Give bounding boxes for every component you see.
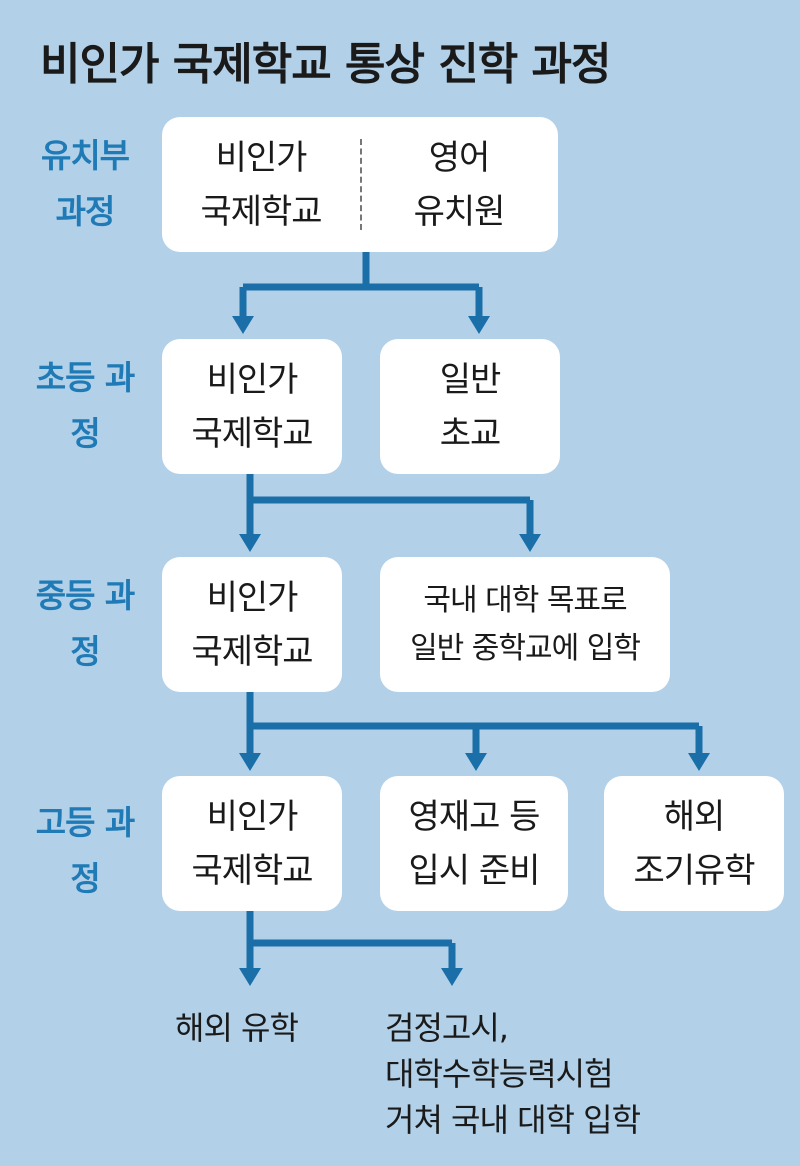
arrowhead (465, 753, 487, 771)
box-middle-international: 비인가 국제학교 (162, 557, 342, 692)
outcome-study-abroad: 해외 유학 (175, 1009, 299, 1047)
arrowhead (232, 316, 254, 334)
arrowhead (519, 534, 541, 552)
stage-label-kindergarten: 유치부 과정 (40, 136, 130, 231)
arrowhead (688, 753, 710, 771)
box-divider (360, 139, 362, 230)
arrowhead (441, 968, 463, 986)
stage-label-elementary: 초등 과정 (35, 358, 136, 453)
box-kindergarten-international: 비인가 국제학교 (200, 137, 322, 232)
arrowhead (239, 753, 261, 771)
kindergarten-box: 비인가 국제학교 영어 유치원 (162, 117, 558, 252)
box-english-kindergarten: 영어 유치원 (413, 137, 506, 232)
arrowhead (239, 534, 261, 552)
arrowhead (468, 316, 490, 334)
outcome-domestic-university: 검정고시, 대학수학능력시험 거쳐 국내 대학 입학 (385, 1009, 641, 1139)
stage-label-middle: 중등 과정 (35, 576, 136, 671)
box-high-international: 비인가 국제학교 (162, 776, 342, 911)
box-gifted-school-prep: 영재고 등 입시 준비 (380, 776, 568, 911)
box-general-middle-school: 국내 대학 목표로 일반 중학교에 입학 (380, 557, 670, 692)
box-early-study-abroad: 해외 조기유학 (604, 776, 784, 911)
arrowhead (239, 968, 261, 986)
stage-label-high: 고등 과정 (35, 803, 136, 898)
page-title: 비인가 국제학교 통상 진학 과정 (40, 39, 612, 90)
box-elementary-international: 비인가 국제학교 (162, 339, 342, 474)
box-general-elementary: 일반 초교 (380, 339, 560, 474)
